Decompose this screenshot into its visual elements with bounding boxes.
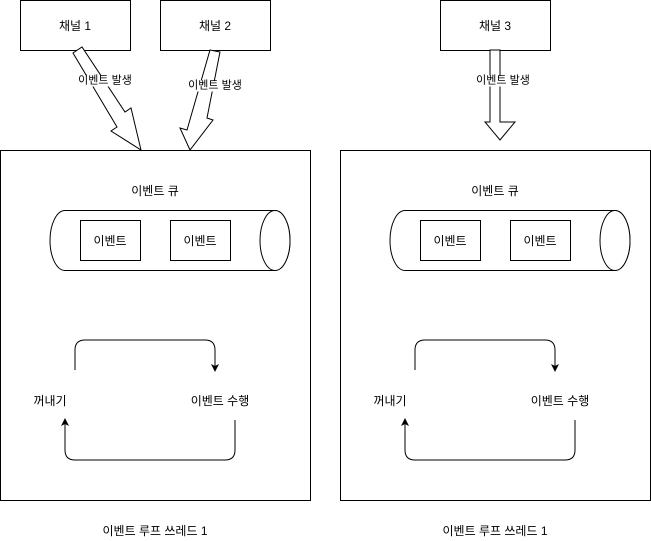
event-box-2-1[interactable] [420,220,481,261]
queue-title-2: 이벤트 큐 [471,184,519,198]
event-label-2-1: 이벤트 [433,234,467,248]
loop-arrow-run-to-take-1 [61,418,236,461]
run-label-2: 이벤트 수행 [530,394,590,408]
take-label-2: 꺼내기 [373,394,407,408]
queue-title-1: 이벤트 큐 [131,184,179,198]
edge-label-1: 이벤트 발생 [77,74,133,87]
channel-box-3[interactable] [440,0,551,51]
event-label-1-1: 이벤트 [93,234,127,248]
thread-caption-1: 이벤트 루프 쓰레드 1 [102,524,208,538]
loop-arrow-take-to-run-2 [414,339,559,372]
queue-cylinder-2-cap [599,210,631,271]
event-loop-thread-panel-1[interactable] [0,150,311,501]
channel-label-3: 채널 3 [478,19,512,33]
channel-label-2: 채널 2 [198,19,232,33]
event-arrow-1 [72,46,142,152]
queue-cylinder-1-cap [259,210,291,271]
event-arrow-3 [483,49,517,141]
loop-arrow-run-to-take-2 [401,418,576,461]
channel-box-2[interactable] [160,0,271,51]
event-arrow-2 [179,49,221,151]
event-box-1-2[interactable] [170,220,231,261]
event-box-2-2[interactable] [510,220,571,261]
channel-box-1[interactable] [20,0,131,51]
event-label-1-2: 이벤트 [183,234,217,248]
run-label-1: 이벤트 수행 [190,394,250,408]
channel-label-1: 채널 1 [58,19,92,33]
take-label-1: 꺼내기 [33,394,67,408]
loop-arrow-take-to-run-1 [74,339,219,372]
event-loop-thread-panel-2[interactable] [340,150,651,501]
edge-label-2: 이벤트 발생 [187,79,243,92]
event-label-2-2: 이벤트 [523,234,557,248]
event-box-1-1[interactable] [80,220,141,261]
edge-label-3: 이벤트 발생 [475,74,531,87]
thread-caption-2: 이벤트 루프 쓰레드 1 [442,524,548,538]
